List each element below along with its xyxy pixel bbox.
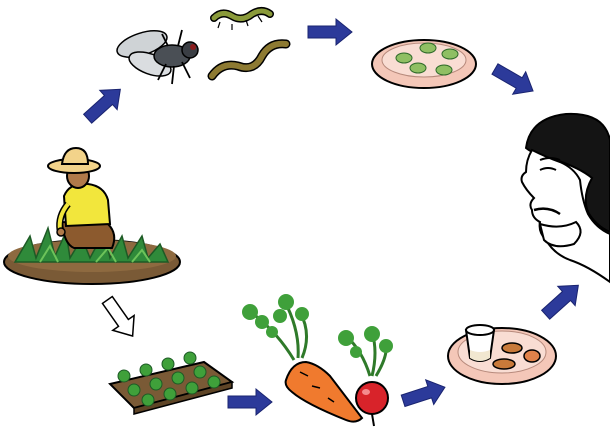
farmer-tending-plants-icon	[4, 148, 180, 284]
arrow-farmer-to-seedlings	[97, 293, 144, 344]
arrow-vegetables-to-meal	[399, 375, 449, 413]
arrow-seedlings-to-vegetables	[228, 389, 272, 415]
arrow-food-to-person	[488, 58, 539, 103]
person-eating-icon	[522, 114, 610, 282]
seedling-bed-icon	[110, 352, 232, 414]
arrow-meal-to-person	[537, 276, 587, 325]
plate-with-meal-and-cup-icon	[448, 325, 556, 384]
arrow-farmer-to-pests	[79, 80, 129, 129]
plate-with-green-food-icon	[372, 40, 476, 88]
fly-and-worms-icon	[114, 11, 286, 84]
arrow-pests-to-food	[308, 19, 352, 45]
